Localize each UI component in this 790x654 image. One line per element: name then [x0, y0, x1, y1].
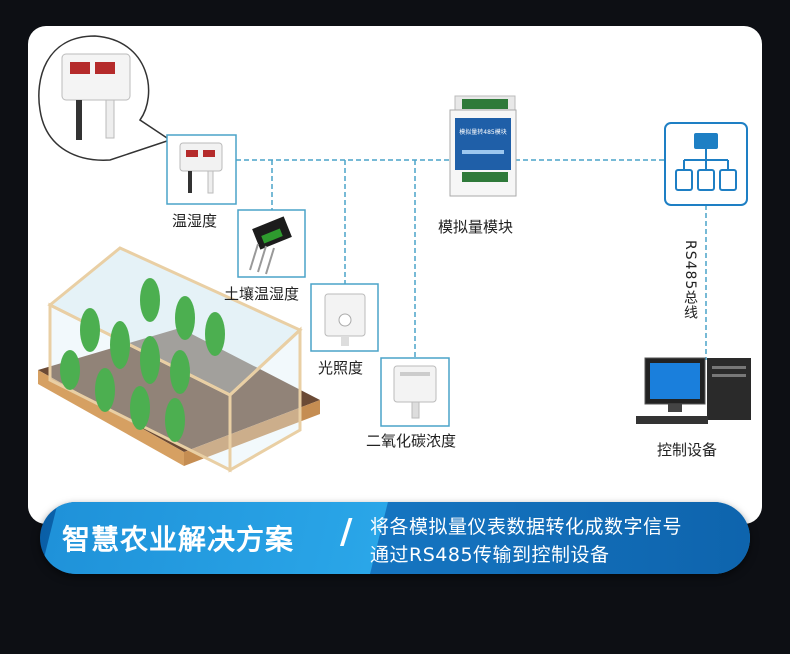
module-panel-title: 模拟量转485模块	[459, 128, 506, 136]
label-soil-temp-humidity: 土壤温湿度	[224, 285, 300, 303]
label-control-device: 控制设备	[657, 441, 718, 459]
label-co2: 二氧化碳浓度	[366, 432, 457, 450]
solution-banner: 智慧农业解决方案 / 将各模拟量仪表数据转化成数字信号 通过RS485传输到控制…	[40, 502, 750, 574]
light-sensor-box[interactable]	[310, 283, 379, 352]
temp-humidity-sensor-box[interactable]	[166, 134, 237, 205]
co2-sensor-box[interactable]	[380, 357, 450, 427]
soil-sensor-box[interactable]	[237, 209, 306, 278]
banner-right-section	[352, 502, 750, 574]
computer-icon[interactable]	[636, 357, 751, 424]
banner-title: 智慧农业解决方案	[62, 523, 295, 556]
label-rs485-bus: RS485总线	[682, 240, 698, 321]
bus-lines	[236, 159, 707, 360]
banner-line-2: 通过RS485传输到控制设备	[370, 544, 610, 566]
label-analog-module: 模拟量模块	[438, 218, 514, 236]
banner-slash: /	[340, 512, 353, 552]
analog-module-device[interactable]: 模拟量转485模块	[449, 95, 517, 197]
sensor-zoom-bubble	[38, 35, 172, 161]
banner-line-1: 将各模拟量仪表数据转化成数字信号	[370, 516, 683, 538]
label-temp-humidity: 温湿度	[172, 212, 218, 230]
greenhouse-illustration	[38, 246, 320, 473]
network-icon	[664, 122, 748, 206]
label-light: 光照度	[318, 359, 364, 377]
